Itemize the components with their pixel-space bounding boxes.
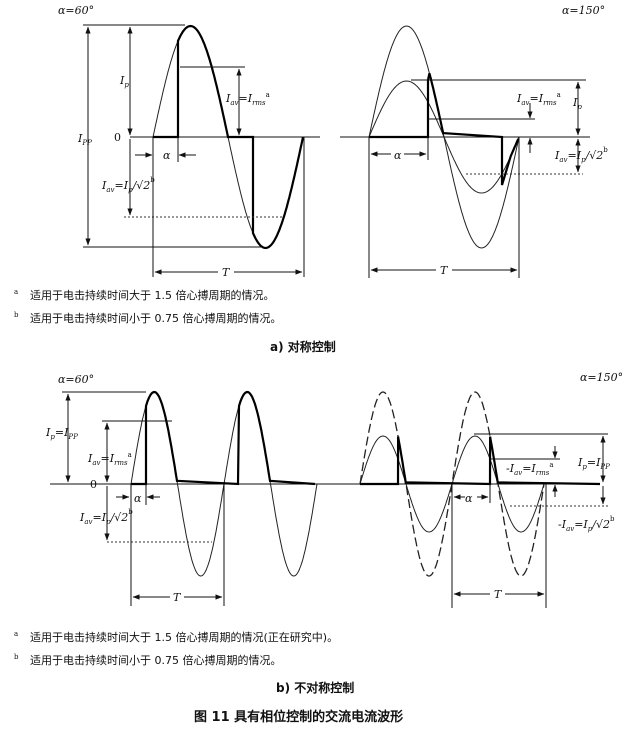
- phase-controlled-current: [153, 24, 305, 250]
- note-mark: b: [14, 311, 19, 319]
- note-mark: a: [14, 630, 18, 638]
- alpha-label: α: [465, 492, 473, 505]
- period-label: T: [494, 588, 503, 601]
- diagram-a-symmetric-60deg: α=60° Ip IPP 0 α Iav=Irmsa Iav=Ip/√2b T: [58, 4, 320, 279]
- iav-ip-sqrt2-label: Iav=Ip/√2b: [101, 176, 155, 194]
- period-label: T: [173, 591, 182, 604]
- ip-ipp-label: Ip=IPP: [45, 426, 78, 441]
- alpha-label: α: [134, 492, 142, 505]
- alpha-150-label: α=150°: [562, 4, 605, 17]
- zero-label: 0: [90, 478, 97, 491]
- alpha-label: α: [163, 149, 171, 162]
- phase-controlled-current: [369, 73, 520, 186]
- note-text: 适用于电击持续时间大于 1.5 倍心搏周期的情况。: [30, 288, 275, 302]
- alpha-60-label: α=60°: [58, 4, 94, 17]
- subfigure-caption: a) 对称控制: [270, 339, 336, 354]
- iav-irms-label: Iav=Irmsa: [87, 451, 132, 467]
- note-text: 适用于电击持续时间小于 0.75 倍心搏周期的情况。: [30, 311, 281, 325]
- period-label: T: [440, 264, 449, 277]
- figure-caption: 图 11 具有相位控制的交流电流波形: [194, 709, 403, 725]
- iav-ip-sqrt2-label: Iav=Ip/√2b: [554, 146, 608, 164]
- subfigure-caption: b) 不对称控制: [276, 680, 354, 695]
- zero-label: 0: [114, 131, 121, 144]
- iav-ip-sqrt2-label: Iav=Ip/√2b: [79, 508, 133, 526]
- alpha-60-label: α=60°: [58, 373, 94, 386]
- period-label: T: [222, 266, 231, 279]
- note-mark: b: [14, 653, 19, 661]
- alpha-150-label: α=150°: [580, 371, 623, 384]
- notes-a: a 适用于电击持续时间大于 1.5 倍心搏周期的情况。 b 适用于电击持续时间小…: [14, 288, 336, 354]
- ip-label: Ip: [572, 96, 582, 111]
- iav-ip-sqrt2-label: -Iav=Ip/√2b: [558, 515, 615, 533]
- iav-irms-label: -Iav=Irmsa: [506, 461, 554, 477]
- ip-label: Ip: [119, 74, 129, 89]
- notes-b: a 适用于电击持续时间大于 1.5 倍心搏周期的情况(正在研究中)。 b 适用于…: [14, 630, 403, 725]
- diagram-b-asymmetric-150deg: α=150° Ip=IPP -Iav=Irmsa α -Iav=Ip/√2b T: [359, 371, 623, 608]
- diagram-a-symmetric-150deg: α=150° Ip α Iav=Irmsa Iav=Ip/√2b T: [340, 4, 608, 278]
- iav-irms-label: Iav=Irmsa: [516, 91, 561, 107]
- note-text: 适用于电击持续时间大于 1.5 倍心搏周期的情况(正在研究中)。: [30, 630, 338, 644]
- diagram-b-asymmetric-60deg: α=60° Ip=IPP Iav=Irmsa 0 α Iav=Ip/√2b T: [45, 373, 600, 606]
- iav-irms-label: Iav=Irmsa: [225, 91, 270, 107]
- ip-ipp-label: Ip=IPP: [577, 456, 610, 471]
- sine-wave-reduced: [368, 80, 520, 194]
- note-text: 适用于电击持续时间小于 0.75 倍心搏周期的情况。: [30, 653, 281, 667]
- note-mark: a: [14, 288, 18, 296]
- ipp-label: IPP: [77, 132, 92, 147]
- phase-controlled-current: [131, 390, 316, 486]
- phase-controlled-current: [360, 436, 601, 486]
- alpha-label: α: [394, 149, 402, 162]
